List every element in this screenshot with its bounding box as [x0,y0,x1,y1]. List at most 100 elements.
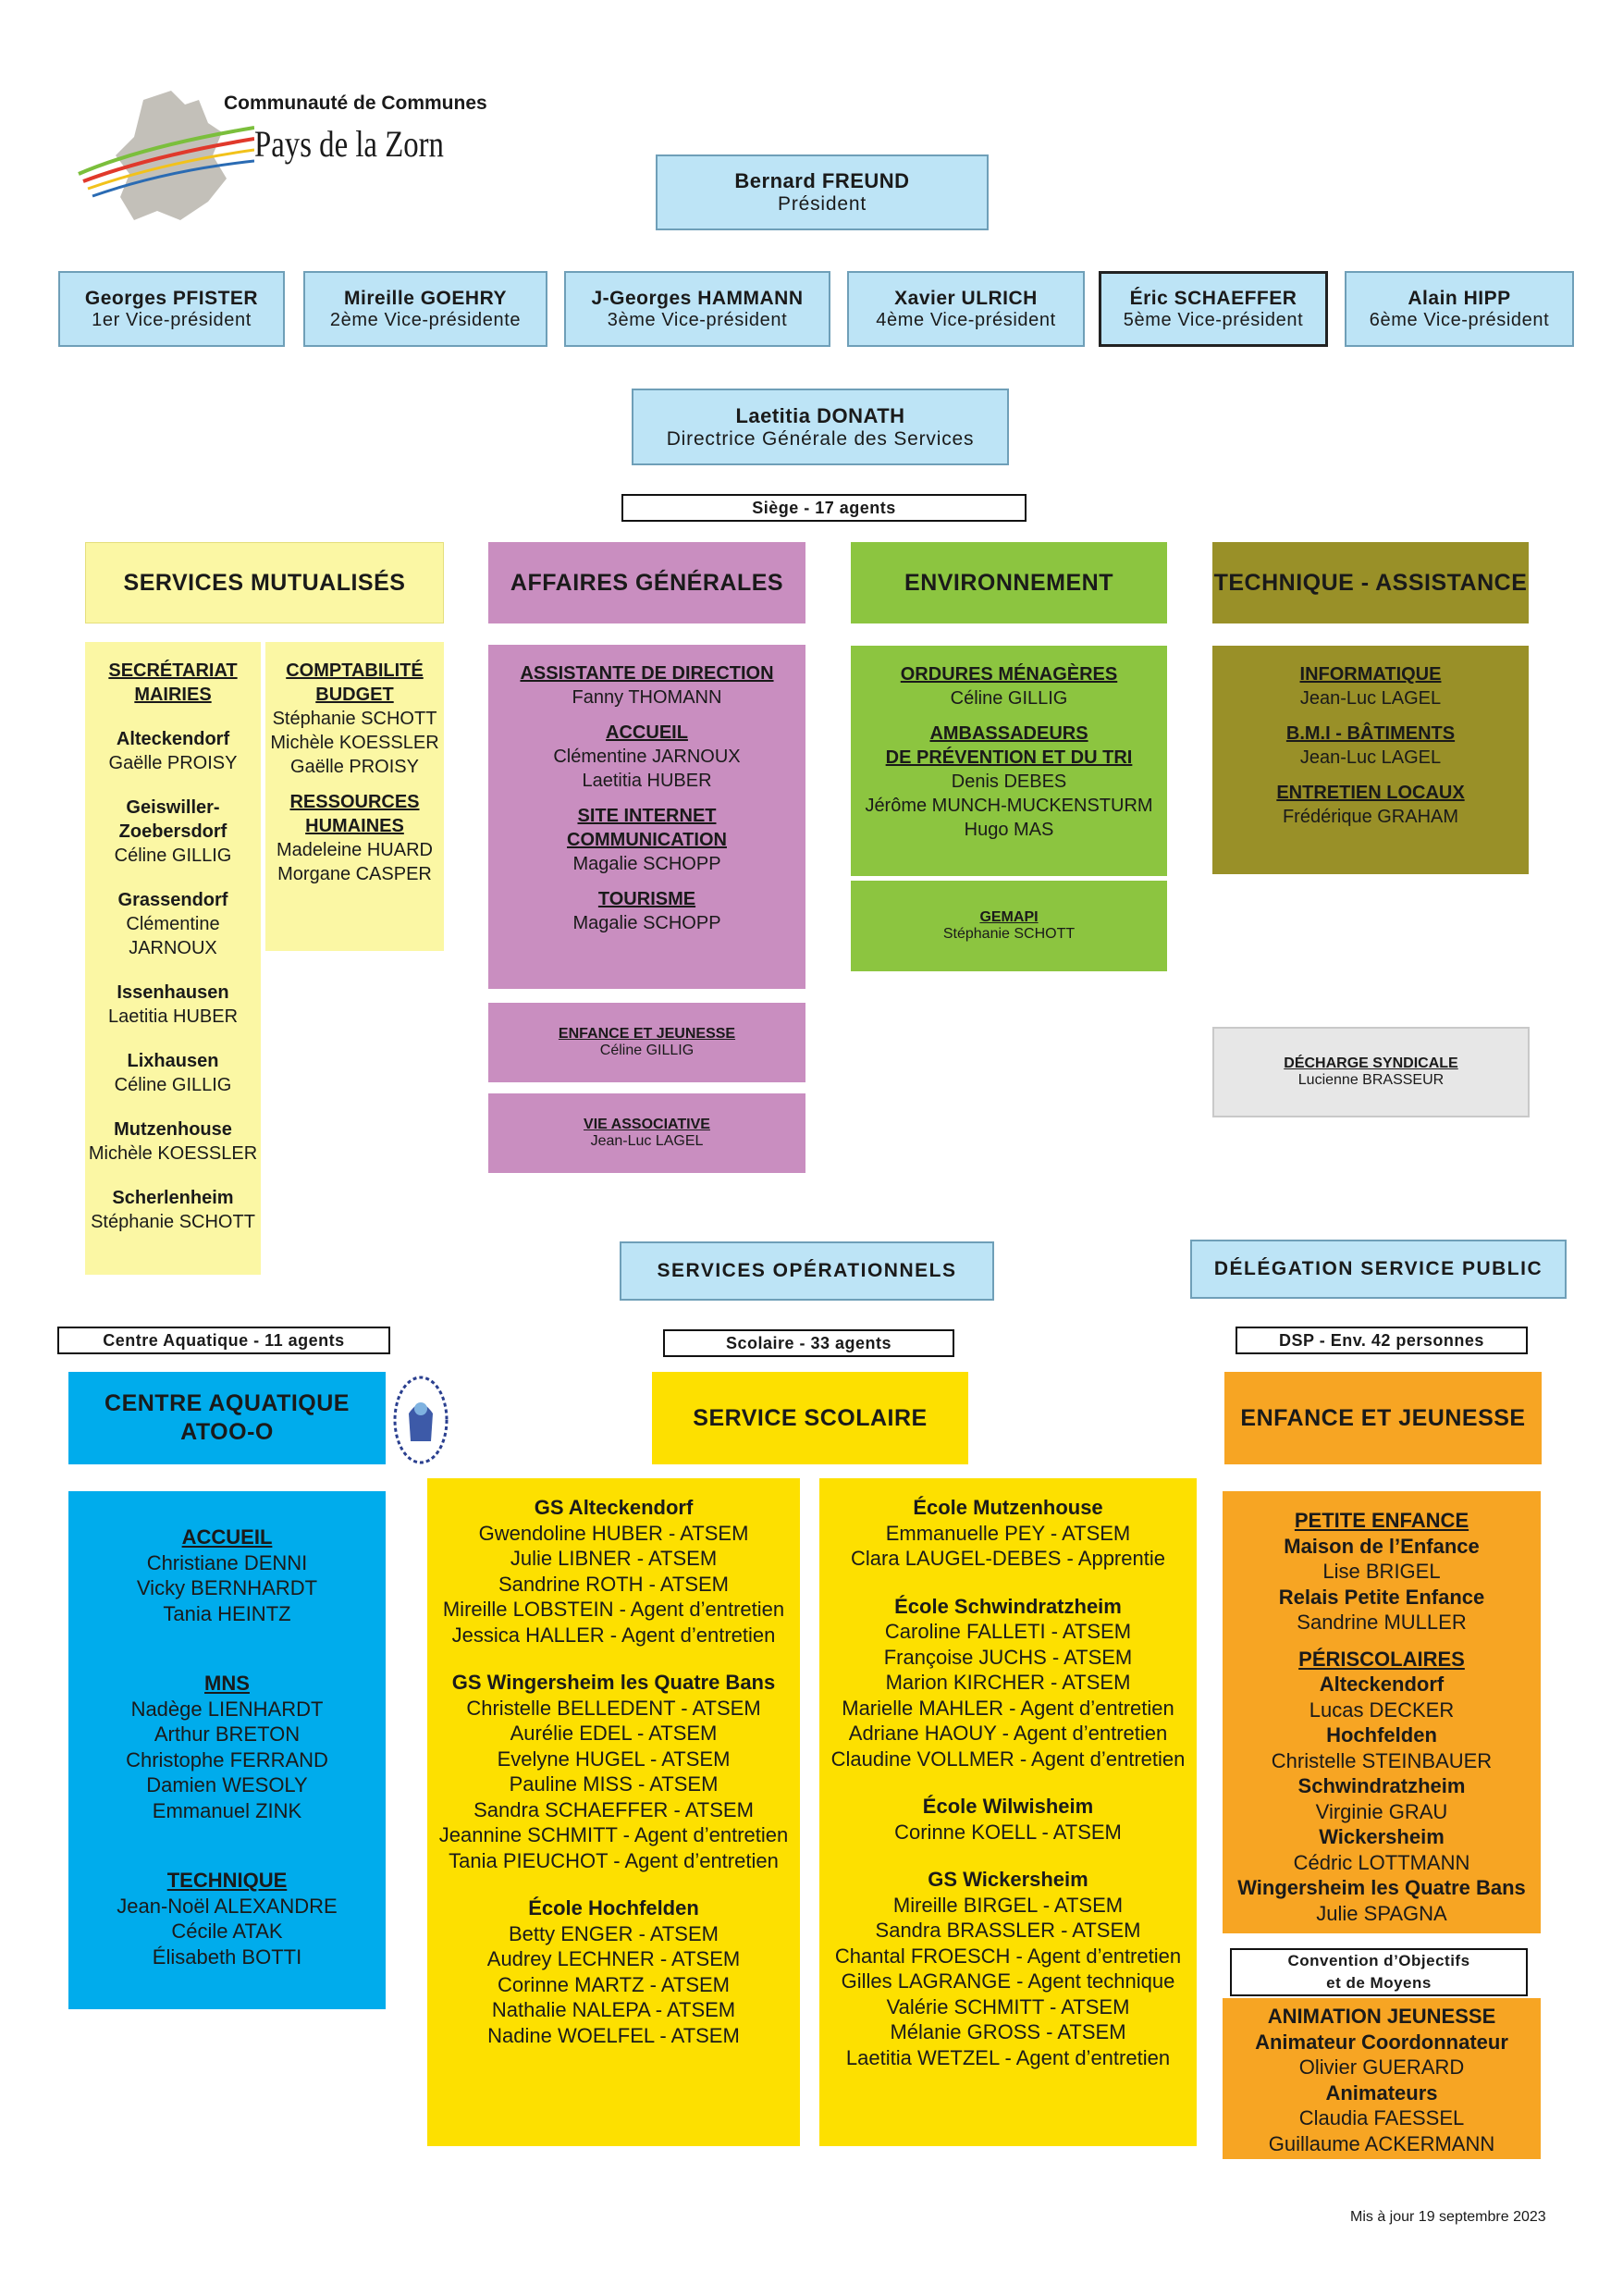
vp-1-role: 1er Vice-président [92,309,252,330]
section-heading: Mutzenhouse [114,1119,232,1140]
person-line: Jean-Luc LAGEL [1299,747,1442,768]
spacer [85,868,261,888]
vp-5-role: 5ème Vice-président [1123,309,1304,330]
section-heading: Lixhausen [127,1051,219,1071]
header-affaires-generales: AFFAIRES GÉNÉRALES [488,542,805,623]
person-line: Evelyne HUGEL - ATSEM [497,1747,731,1771]
vp-6-role: 6ème Vice-président [1369,309,1550,330]
cpom-line1: Convention d’Objectifs [1287,1952,1470,1969]
vp-6-box: Alain HIPP 6ème Vice-président [1345,271,1574,347]
spacer [85,707,261,727]
section-heading: Maison de l’Enfance [1284,1534,1480,1558]
spacer [488,793,805,804]
person-line: Laetitia HUBER [582,771,712,791]
person-line: Corinne KOELL - ATSEM [894,1820,1122,1844]
spacer [819,1845,1197,1867]
person-line: Emmanuel ZINK [152,1798,302,1822]
section-heading: GS Alteckendorf [534,1496,694,1519]
spacer [85,1166,261,1186]
spacer [85,1097,261,1117]
person-line: Vicky BERNHARDT [136,1576,318,1599]
person-line: Magalie SCHOPP [572,854,721,874]
section-heading: INFORMATIQUE [1299,664,1442,685]
person-line: Lucas DECKER [1309,1697,1455,1722]
person-line: Jean-Luc LAGEL [1299,688,1442,709]
person-line: Christelle STEINBAUER [1271,1748,1493,1772]
person-line: Denis DEBES [951,772,1067,792]
person-line: Marielle MAHLER - Agent d’entretien [842,1696,1174,1720]
centre-aquatique-header: CENTRE AQUATIQUE ATOO-O [68,1372,386,1464]
section-heading: TECHNIQUE [166,1869,288,1892]
comptabilite-rh-column: COMPTABILITÉ BUDGET Stéphanie SCHOTT Michèl… [265,642,444,951]
spacer [488,876,805,887]
section-heading: Grassendorf [117,890,228,910]
person-line: Claudia FAESSEL [1298,2106,1465,2129]
person-line: Hugo MAS [964,820,1054,840]
cpom-label: Convention d’Objectifs et de Moyens [1230,1948,1528,1996]
section-heading: Scherlenheim [112,1188,234,1208]
person-line: Betty ENGER - ATSEM [509,1921,719,1945]
person-line: Nathalie NALEPA - ATSEM [491,1998,736,2021]
president-role: Président [778,193,867,215]
person-line: Céline GILLIG [950,688,1068,709]
spacer [819,1771,1197,1794]
section-heading: Issenhausen [117,982,229,1003]
person-line: Virginie GRAU [1315,1799,1448,1823]
person-line: Aurélie EDEL - ATSEM [510,1722,718,1745]
services-operationnels-box: SERVICES OPÉRATIONNELS [620,1241,994,1301]
person-line: Sandra SCHAEFFER - ATSEM [473,1797,754,1821]
vp-2-name: Mireille GOEHRY [344,287,507,309]
person-line: Céline GILLIG [114,1075,232,1095]
scolaire-label: Scolaire - 33 agents [663,1329,954,1357]
section-heading: Relais Petite Enfance [1278,1585,1485,1609]
section-heading: DÉCHARGE SYNDICALE [1284,1055,1458,1071]
person-line: Laetitia HUBER [107,1006,239,1027]
vp-6-name: Alain HIPP [1408,287,1511,309]
person-line: Clémentine [126,914,220,934]
header-technique-assistance: TECHNIQUE - ASSISTANCE [1212,542,1529,623]
spacer [1212,770,1529,781]
section-heading: BUDGET [315,685,394,705]
section-heading: COMPTABILITÉ [286,660,424,681]
person-line: Mireille LOBSTEIN - Agent d’entretien [442,1598,785,1621]
vp-1-box: Georges PFISTER 1er Vice-président [58,271,285,347]
section-heading: Alteckendorf [116,729,230,749]
section-heading: SITE INTERNET [577,806,717,826]
person-line: Olivier GUERARD [1298,2055,1465,2079]
centre-aquatique-label: Centre Aquatique - 11 agents [57,1327,390,1354]
cpom-line2: et de Moyens [1326,1974,1432,1992]
section-heading: MNS [204,1672,250,1695]
person-line: Arthur BRETON [154,1722,301,1746]
person-line: Michèle KOESSLER [270,733,439,753]
section-heading: ENTRETIEN LOCAUX [1276,783,1465,803]
vp-4-box: Xavier ULRICH 4ème Vice-président [847,271,1085,347]
person-line: Morgane CASPER [277,864,432,884]
person-line: Magalie SCHOPP [572,913,721,933]
person-line: Christelle BELLEDENT - ATSEM [466,1696,761,1720]
spacer [1223,1636,1541,1647]
logo-line1: Communauté de Communes [224,93,487,114]
person-line: Sandrine ROTH - ATSEM [498,1572,729,1596]
vp-3-box: J-Georges HAMMANN 3ème Vice-président [564,271,830,347]
section-heading: Hochfelden [1326,1723,1437,1747]
vp-3-name: J-Georges HAMMANN [591,287,804,309]
section-heading: Wickersheim [1319,1825,1445,1848]
atoo-o-emblem-icon [390,1372,451,1468]
person-line: Damien WESOLY [146,1773,308,1796]
section-heading: École Mutzenhouse [913,1496,1103,1519]
section-heading: MAIRIES [134,685,212,705]
person-line: Christiane DENNI [146,1550,308,1574]
section-heading: Zoebersdorf [118,821,227,842]
person-line: Stéphanie SCHOTT [272,709,437,729]
president-name: Bernard FREUND [734,169,910,192]
person-line: Jessica HALLER - Agent d’entretien [451,1623,776,1647]
person-line: Michèle KOESSLER [88,1143,258,1164]
section-heading: B.M.I - BÂTIMENTS [1285,723,1456,744]
